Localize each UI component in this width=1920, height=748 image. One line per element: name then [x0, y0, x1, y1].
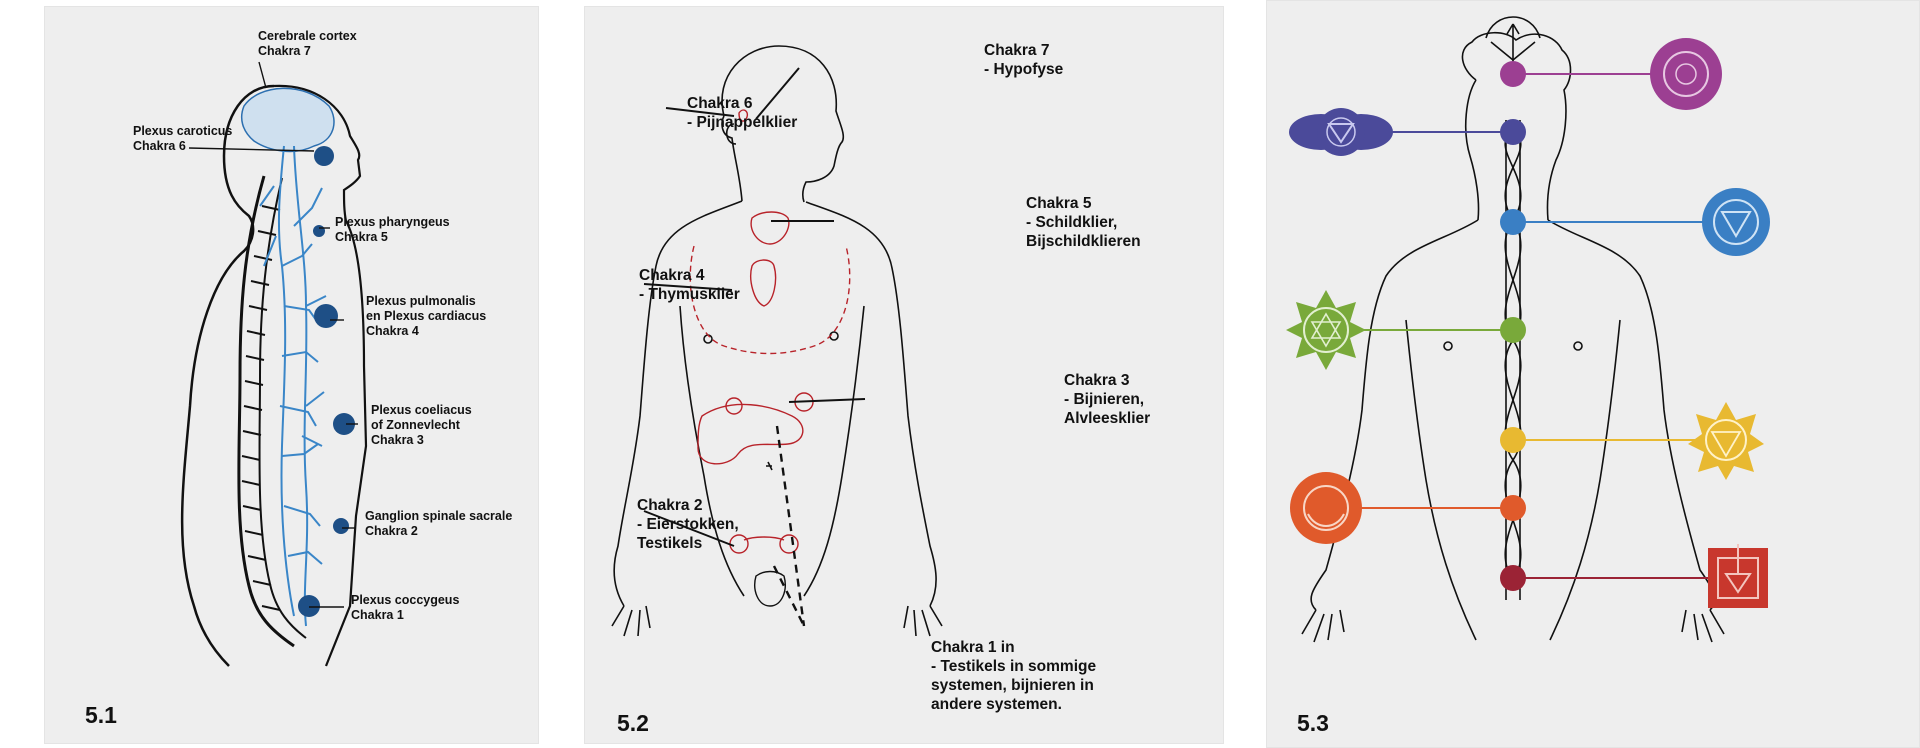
nervous-system-illustration	[180, 61, 368, 667]
label-line: Bijschildklieren	[1026, 233, 1141, 250]
label-chakra-2: Chakra 2 - Eierstokken, Testikels	[637, 496, 739, 553]
endocrine-illustration	[611, 45, 943, 637]
panel-number: 5.1	[85, 702, 117, 728]
label-ganglion-spinale: Ganglion spinale sacrale Chakra 2	[365, 509, 512, 539]
chakra-dot-4	[1500, 317, 1526, 343]
chakra-dot-2	[1500, 495, 1526, 521]
label-line: Chakra 4	[639, 267, 705, 284]
chakra-dot-3	[1500, 427, 1526, 453]
label-line: of Zonnevlecht	[371, 418, 460, 432]
label-line: Chakra 7	[258, 44, 311, 58]
throat-chakra-symbol	[1702, 188, 1770, 256]
label-line: - Schildklier,	[1026, 214, 1118, 231]
label-line: Plexus caroticus	[133, 124, 233, 138]
chakra-dot-7	[1500, 61, 1526, 87]
label-plexus-caroticus: Plexus caroticus Chakra 6	[133, 124, 232, 154]
chakra-dot-6	[1500, 119, 1526, 145]
panel-nervous-system: Cerebrale cortex Chakra 7 Plexus carotic…	[44, 6, 539, 744]
label-chakra-1: Chakra 1 in - Testikels in sommige syste…	[931, 638, 1096, 714]
label-line: Chakra 6	[133, 139, 186, 153]
sacral-chakra-symbol	[1290, 472, 1362, 544]
root-chakra-symbol	[1708, 544, 1768, 608]
label-line: - Bijnieren,	[1064, 391, 1145, 408]
label-line: Testikels	[637, 535, 703, 552]
label-line: en Plexus cardiacus	[366, 309, 487, 323]
label-line: Chakra 1	[351, 608, 404, 622]
label-line: - Thymusklier	[639, 286, 740, 303]
third-eye-chakra-symbol	[1289, 108, 1393, 156]
crown-chakra-symbol	[1650, 38, 1722, 110]
chakra-illustration	[1286, 16, 1770, 643]
label-plexus-pulmonalis: Plexus pulmonalis en Plexus cardiacus Ch…	[366, 294, 486, 339]
panel-number: 5.3	[1297, 710, 1329, 736]
label-chakra-4: Chakra 4 - Thymusklier	[639, 266, 740, 304]
solar-plexus-chakra-symbol	[1688, 402, 1764, 480]
chakra-dot-5	[1500, 209, 1526, 235]
label-line: Plexus coeliacus	[371, 403, 472, 417]
label-line: Chakra 7	[984, 42, 1050, 59]
label-line: Plexus pharyngeus	[335, 215, 450, 229]
label-line: Chakra 6	[687, 95, 753, 112]
label-line: Plexus pulmonalis	[366, 294, 476, 308]
label-chakra-3: Chakra 3 - Bijnieren, Alvleesklier	[1064, 371, 1150, 428]
label-line: Plexus coccygeus	[351, 593, 460, 607]
label-plexus-coccygeus: Plexus coccygeus Chakra 1	[351, 593, 459, 623]
label-line: Ganglion spinale sacrale	[365, 509, 513, 523]
label-line: Chakra 2	[365, 524, 418, 538]
label-line: Chakra 5	[1026, 195, 1092, 212]
label-line: Chakra 4	[366, 324, 419, 338]
chakra-dot-1	[1500, 565, 1526, 591]
label-line: Chakra 1 in	[931, 639, 1015, 656]
label-line: Chakra 3	[371, 433, 424, 447]
label-chakra-5: Chakra 5 - Schildklier, Bijschildklieren	[1026, 194, 1141, 251]
label-line: - Pijnappelklier	[687, 114, 798, 131]
label-line: - Testikels in sommige	[931, 658, 1097, 675]
label-chakra-6: Chakra 6 - Pijnappelklier	[687, 94, 797, 132]
label-line: Chakra 5	[335, 230, 388, 244]
label-cerebrale-cortex: Cerebrale cortex Chakra 7	[258, 29, 357, 59]
label-line: - Hypofyse	[984, 61, 1064, 78]
label-line: andere systemen.	[931, 696, 1062, 713]
label-line: Chakra 3	[1064, 372, 1130, 389]
panel-number: 5.2	[617, 710, 649, 736]
label-plexus-pharyngeus: Plexus pharyngeus Chakra 5	[335, 215, 450, 245]
heart-chakra-symbol	[1286, 290, 1366, 370]
label-chakra-7: Chakra 7 - Hypofyse	[984, 41, 1063, 79]
label-line: Alvleesklier	[1064, 410, 1151, 427]
label-line: Chakra 2	[637, 497, 703, 514]
panel-chakra-figure: 5.3	[1266, 0, 1920, 748]
label-line: systemen, bijnieren in	[931, 677, 1094, 694]
label-line: Cerebrale cortex	[258, 29, 357, 43]
panel-endocrine-glands: Chakra 7 - Hypofyse Chakra 6 - Pijnappel…	[584, 6, 1224, 744]
label-line: - Eierstokken,	[637, 516, 739, 533]
label-plexus-coeliacus: Plexus coeliacus of Zonnevlecht Chakra 3	[371, 403, 472, 448]
